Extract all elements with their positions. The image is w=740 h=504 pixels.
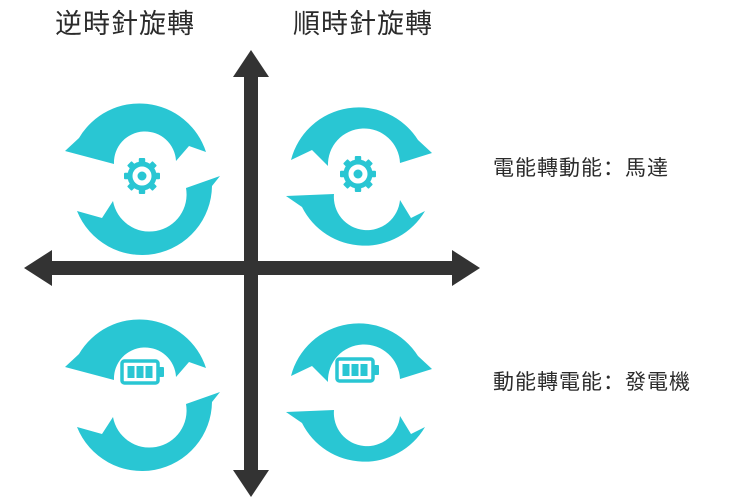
clockwise-arrows-top bbox=[286, 107, 432, 246]
clockwise-title: 順時針旋轉 bbox=[293, 9, 433, 40]
counterclockwise-title: 逆時針旋轉 bbox=[55, 9, 195, 40]
gear-icon bbox=[340, 156, 376, 192]
gear-icon bbox=[124, 158, 160, 194]
counterclockwise-arrows-bottom bbox=[65, 319, 220, 472]
battery-icon bbox=[120, 359, 166, 385]
motor-note: 電能轉動能：馬達 bbox=[493, 156, 669, 180]
counterclockwise-arrows-top bbox=[65, 103, 220, 256]
battery-icon bbox=[335, 357, 381, 383]
clockwise-arrows-bottom bbox=[286, 323, 432, 462]
generator-note: 動能轉電能：發電機 bbox=[493, 370, 691, 394]
axes bbox=[24, 50, 480, 497]
vertical-axis bbox=[233, 50, 269, 497]
